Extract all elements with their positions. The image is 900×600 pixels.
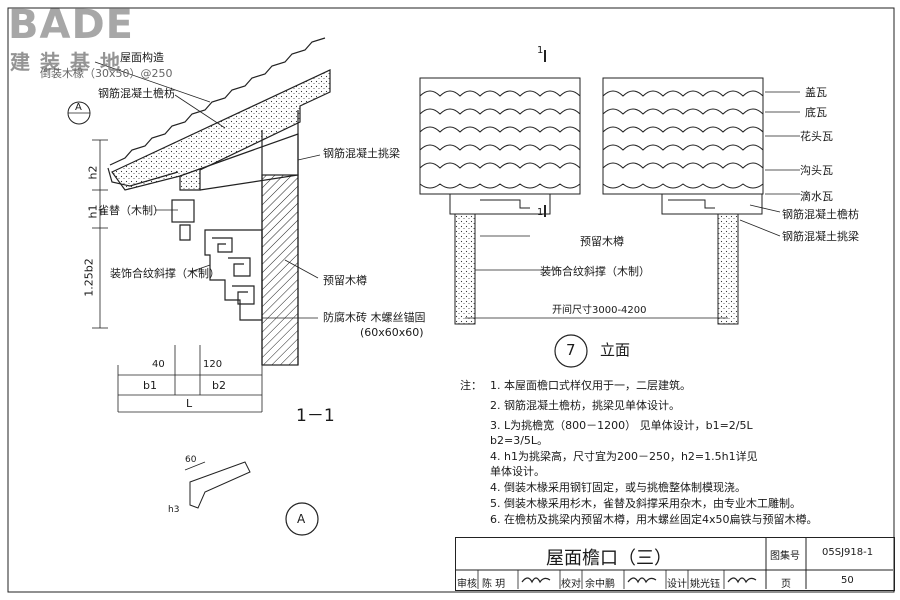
reviewer-name: 陈 玥 <box>482 579 506 590</box>
roof-tiles <box>109 37 326 166</box>
elevation-drawing <box>184 77 800 536</box>
page-number: 50 <box>841 575 854 586</box>
detail-ref-a: A <box>75 102 82 113</box>
label-bottom-tile: 底瓦 <box>805 106 827 119</box>
eave-gutter <box>107 167 179 187</box>
label-decor-brace: 装饰合纹斜撑（木制） <box>110 267 220 280</box>
design-label: 设计 <box>667 579 687 590</box>
label-elev-rc-purlin: 钢筋混凝土檐枋 <box>782 208 859 221</box>
label-rc-purlin: 钢筋混凝土檐枋 <box>98 87 175 100</box>
note-item: 4. h1为挑梁高，尺寸宜为200－250，h2=1.5h1详见 <box>490 450 758 463</box>
dim-125b2: 1.25b2 <box>82 258 96 297</box>
note-item: 6. 在檐枋及挑梁内预留木樽，用木螺丝固定4x50扁铁与预留木樽。 <box>490 513 818 526</box>
title-block-grid <box>456 538 893 589</box>
label-anticorrosion: 防腐木砖 木螺丝锚固 <box>323 311 426 324</box>
review-label: 审核 <box>457 579 477 590</box>
note-item: b2=3/5L。 <box>490 434 549 447</box>
cut-mark-top: 1 <box>537 45 544 56</box>
label-elev-reserved-wood: 预留木樽 <box>580 235 624 248</box>
label-flower-tile: 花头瓦 <box>800 130 833 143</box>
dim-h2: h2 <box>86 165 100 180</box>
decor-brace <box>204 229 263 321</box>
label-rc-cantilever: 钢筋混凝土挑梁 <box>323 147 400 160</box>
designer-name: 姚光钰 <box>690 579 720 590</box>
atlas-number: 05SJ918-1 <box>822 547 874 558</box>
roof-slab <box>111 69 331 191</box>
page-label: 页 <box>781 579 791 590</box>
note-item: 4. 倒装木椽采用钢钉固定，或与挑檐整体制模现浇。 <box>490 481 746 494</box>
tile-arcs-left <box>419 90 581 189</box>
cantilever-beam <box>179 133 299 191</box>
elevation-title: 立面 <box>600 341 631 359</box>
section-title: 1－1 <box>296 406 335 426</box>
label-cover-tile: 盖瓦 <box>805 86 827 99</box>
label-span: 开间尺寸3000-4200 <box>552 305 647 316</box>
tile-arcs-right <box>602 90 764 189</box>
label-gutter-tile: 沟头瓦 <box>800 164 833 177</box>
label-roof-construction: 屋面构造 <box>120 51 164 64</box>
cut-mark-bottom: 1 <box>537 207 544 218</box>
dim-b1: b1 <box>143 379 157 392</box>
checker-name: 余中鹏 <box>585 579 615 590</box>
label-elev-rc-beam: 钢筋混凝土挑梁 <box>782 230 859 243</box>
label-anticorrosion-size: (60x60x60) <box>360 326 424 339</box>
note-item: 2. 钢筋混凝土檐枋，挑梁见单体设计。 <box>490 399 680 412</box>
post-right <box>717 213 739 325</box>
label-reserved-wood: 预留木樽 <box>323 274 367 287</box>
label-batten: 倒装木椽（30x50）@250 <box>40 67 173 80</box>
title-block: 屋面檐口（三） 图集号 05SJ918-1 审核 陈 玥 校对 余中鹏 设计 姚… <box>455 537 895 591</box>
detail-dim-60: 60 <box>185 455 197 465</box>
brand-logo-cn: 建装基地 <box>10 50 130 74</box>
note-item: 3. L为挑檐宽（800－1200） 见单体设计，b1=2/5L <box>490 419 753 432</box>
section-drawing <box>67 37 546 413</box>
dim-40: 40 <box>152 359 165 370</box>
drawing-title: 屋面檐口（三） <box>546 548 672 569</box>
brand-logo: BADE <box>8 2 134 48</box>
check-label: 校对 <box>561 579 581 590</box>
detail-circle-label: A <box>297 512 306 526</box>
wall-hatch <box>261 174 299 366</box>
atlas-label: 图集号 <box>770 551 800 562</box>
dim-b2: b2 <box>212 379 226 392</box>
dim-L: L <box>186 397 193 410</box>
label-drip-tile: 滴水瓦 <box>800 190 833 203</box>
sparrow-brace <box>171 199 195 223</box>
note-item: 1. 本屋面檐口式样仅用于一，二层建筑。 <box>490 379 691 392</box>
label-sparrow-brace: 雀替（木制） <box>98 204 164 217</box>
note-item: 5. 倒装木椽采用杉木，雀替及斜撑采用杂木，由专业木工雕制。 <box>490 497 801 510</box>
dim-h1: h1 <box>86 204 100 219</box>
label-elev-decor-brace: 装饰合纹斜撑（木制） <box>540 265 650 278</box>
post-left <box>454 213 476 325</box>
detail-dim-h3: h3 <box>168 505 180 515</box>
sheet-border <box>7 7 895 593</box>
dim-120: 120 <box>203 359 223 370</box>
note-item: 单体设计。 <box>490 465 545 478</box>
notes-label: 注： <box>460 379 482 392</box>
elevation-number: 7 <box>566 341 576 359</box>
